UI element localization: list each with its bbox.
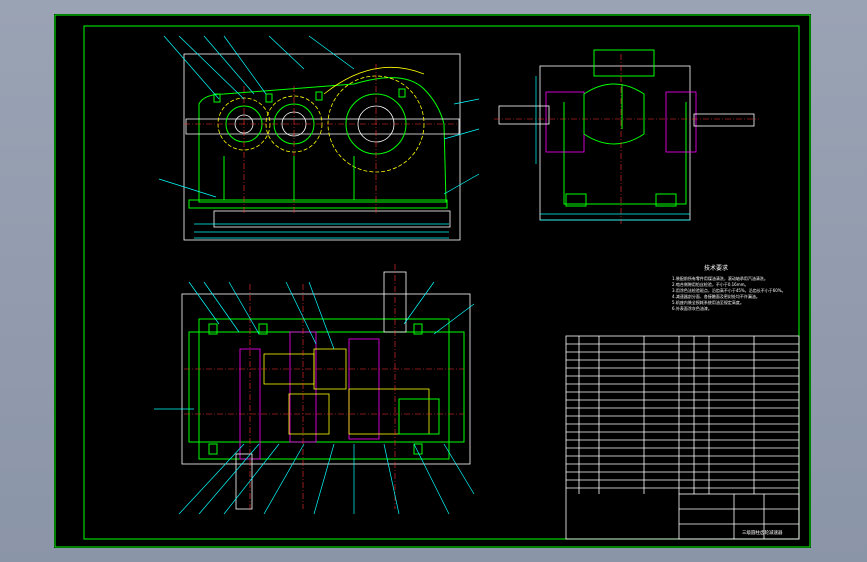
- tech-req-line-2: 2.啮合侧隙用铅丝检验，不小于0.16mm。: [672, 281, 749, 287]
- side-view: [494, 49, 759, 224]
- tech-req-line-4: 4.减速器剖分面、各接触面及密封处均不许漏油。: [672, 293, 760, 299]
- tech-req-line-6: 6.外表面涂灰色油漆。: [672, 305, 712, 311]
- front-view: [158, 35, 480, 241]
- tech-req-line-3: 3.用涂色法检验斑点，沿齿高不小于45%，沿齿长不小于60%。: [672, 287, 786, 293]
- tech-req-line-5: 5.机座内装全损耗系统用油至规定高度。: [672, 299, 744, 305]
- inner-border: [83, 25, 800, 540]
- parts-list: 三级圆柱齿轮减速器: [565, 335, 800, 540]
- technical-requirements: 技术要求 1.装配前所有零件用煤油清洗，滚动轴承用汽油清洗。 2.啮合侧隙用铅丝…: [672, 264, 786, 311]
- plan-view: [154, 264, 475, 515]
- cad-drawing: 技术要求 1.装配前所有零件用煤油清洗，滚动轴承用汽油清洗。 2.啮合侧隙用铅丝…: [54, 14, 811, 548]
- title-block-name: 三级圆柱齿轮减速器: [742, 529, 783, 536]
- drawing-sheet: 技术要求 1.装配前所有零件用煤油清洗，滚动轴承用汽油清洗。 2.啮合侧隙用铅丝…: [54, 14, 811, 548]
- outer-border: [54, 14, 811, 548]
- tech-req-line-1: 1.装配前所有零件用煤油清洗，滚动轴承用汽油清洗。: [672, 275, 768, 281]
- tech-req-title: 技术要求: [704, 264, 728, 272]
